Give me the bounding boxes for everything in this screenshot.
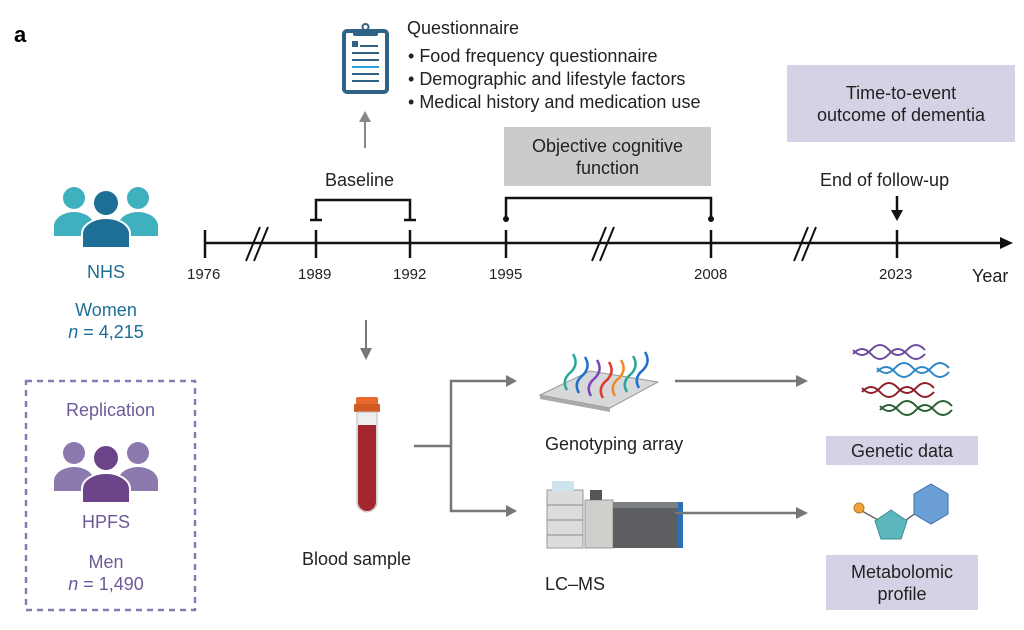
nhs-sex: Women <box>75 300 137 320</box>
year-tick-label: 1992 <box>393 266 427 283</box>
axis-break-2 <box>591 226 615 262</box>
timeline-axis <box>203 230 1013 258</box>
baseline-label: Baseline <box>325 170 395 190</box>
year-tick-label: 2023 <box>879 266 913 283</box>
hpfs-people-icon <box>54 442 158 504</box>
hpfs-sample-size: n = 1,490 <box>68 574 144 594</box>
metabolomic-line-1: Metabolomic <box>850 561 954 582</box>
questionnaire-items: Food frequency questionnaire Demographic… <box>408 45 700 114</box>
metabolite-molecule-icon <box>853 483 949 540</box>
baseline-bracket <box>310 198 416 222</box>
year-tick-label: 2008 <box>694 266 728 283</box>
panel-label: a <box>14 22 27 47</box>
year-tick-label: 1976 <box>187 266 221 283</box>
genotyping-array-icon <box>538 351 660 412</box>
nhs-cohort-info: Women n = 4,215 <box>46 299 166 343</box>
nhs-sample-size: n = 4,215 <box>68 322 144 342</box>
year-tick-label: 1995 <box>489 266 523 283</box>
blood-tube-icon <box>354 397 380 513</box>
dna-strands-icon <box>852 344 953 416</box>
outcome-line-2: outcome of dementia <box>816 104 986 125</box>
cognitive-function-box: Objective cognitive function <box>504 127 711 186</box>
branch-arrows <box>414 375 517 517</box>
axis-break-1 <box>245 226 269 262</box>
outcome-line-1: Time-to-event <box>845 82 957 103</box>
clipboard-icon <box>342 23 389 94</box>
cognitive-bracket <box>503 196 714 222</box>
hpfs-sex: Men <box>88 552 124 572</box>
axis-year-label: Year <box>972 266 1009 286</box>
outcome-box: Time-to-event outcome of dementia <box>787 65 1015 142</box>
genotyping-array-label: Genotyping array <box>545 434 684 454</box>
blood-sample-label: Blood sample <box>302 549 412 569</box>
arrow-up-to-questionnaire <box>359 111 371 148</box>
arrow-down-to-blood <box>360 320 372 360</box>
metabolomic-profile-box: Metabolomic profile <box>826 555 978 610</box>
questionnaire-title: Questionnaire <box>407 18 520 38</box>
questionnaire-item: Demographic and lifestyle factors <box>408 68 700 91</box>
questionnaire-item: Food frequency questionnaire <box>408 45 700 68</box>
arrow-to-metabolomic <box>675 507 808 519</box>
hpfs-cohort-name: HPFS <box>81 512 130 532</box>
cognitive-line-1: Objective cognitive <box>531 135 684 156</box>
arrow-to-genetic <box>675 375 808 387</box>
lcms-label: LC–MS <box>545 574 606 594</box>
questionnaire-item: Medical history and medication use <box>408 91 700 114</box>
replication-title: Replication <box>65 400 156 420</box>
cognitive-line-2: function <box>575 157 640 178</box>
axis-break-3 <box>793 226 817 262</box>
nhs-cohort-name: NHS <box>86 262 125 282</box>
metabolomic-line-2: profile <box>877 583 927 604</box>
hpfs-cohort-info: Men n = 1,490 <box>46 551 166 595</box>
year-tick-label: 1989 <box>298 266 332 283</box>
nhs-people-icon <box>54 187 158 249</box>
genetic-data-box: Genetic data <box>826 436 978 465</box>
end-followup-arrow <box>891 196 903 221</box>
end-followup-label: End of follow-up <box>820 170 950 190</box>
lcms-instrument-icon <box>546 481 683 549</box>
